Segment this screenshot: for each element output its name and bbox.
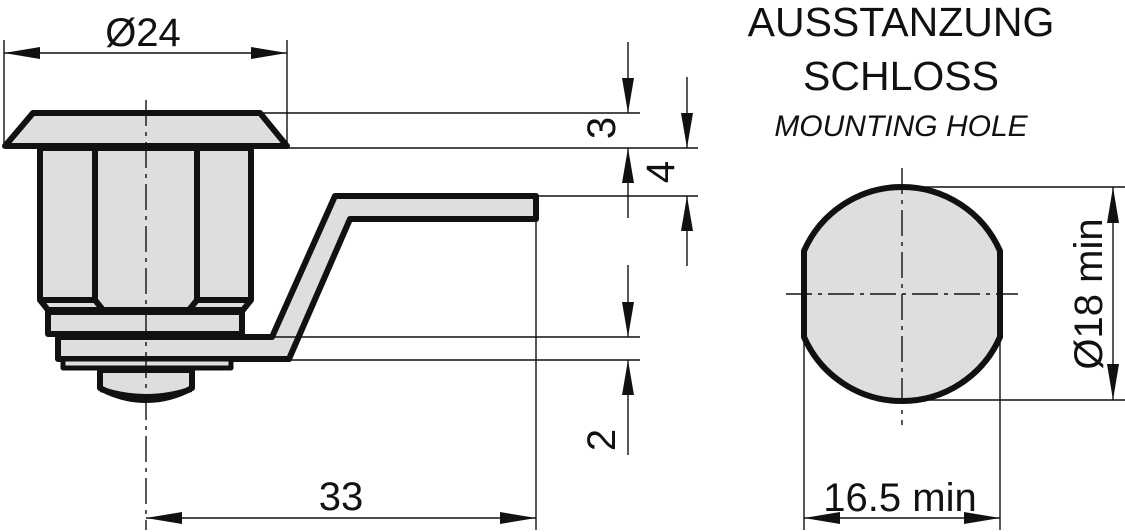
hex-chamfer-right	[186, 298, 200, 312]
title-line-2: SCHLOSS	[803, 53, 999, 99]
hex-chamfer-left	[92, 298, 106, 312]
lock-dimensions: Ø24 3 4 2 33	[3, 11, 698, 530]
dim-flange-thickness: 3	[580, 117, 624, 139]
dim-hole-flat-width: 16.5 min	[823, 476, 976, 520]
title-line-1: AUSSTANZUNG	[748, 0, 1055, 45]
dim-flange-diameter: Ø24	[105, 11, 181, 55]
lock-flange	[2, 110, 290, 149]
dim-hole-diameter: Ø18 min	[1067, 218, 1111, 369]
mounting-hole-view	[786, 168, 1018, 425]
dim-cam-offset: 4	[639, 161, 683, 183]
lock-washer	[45, 309, 245, 337]
cam-lock-side-view	[2, 100, 539, 530]
hole-title: AUSSTANZUNG SCHLOSS MOUNTING HOLE	[748, 0, 1055, 143]
hole-dimensions: Ø18 min 16.5 min	[803, 186, 1125, 530]
lock-screw-head	[100, 386, 192, 399]
title-subtitle: MOUNTING HOLE	[774, 110, 1028, 143]
dim-cam-thickness: 2	[580, 429, 624, 451]
dim-cam-length: 33	[319, 475, 364, 519]
lock-nut-plate	[60, 356, 234, 371]
